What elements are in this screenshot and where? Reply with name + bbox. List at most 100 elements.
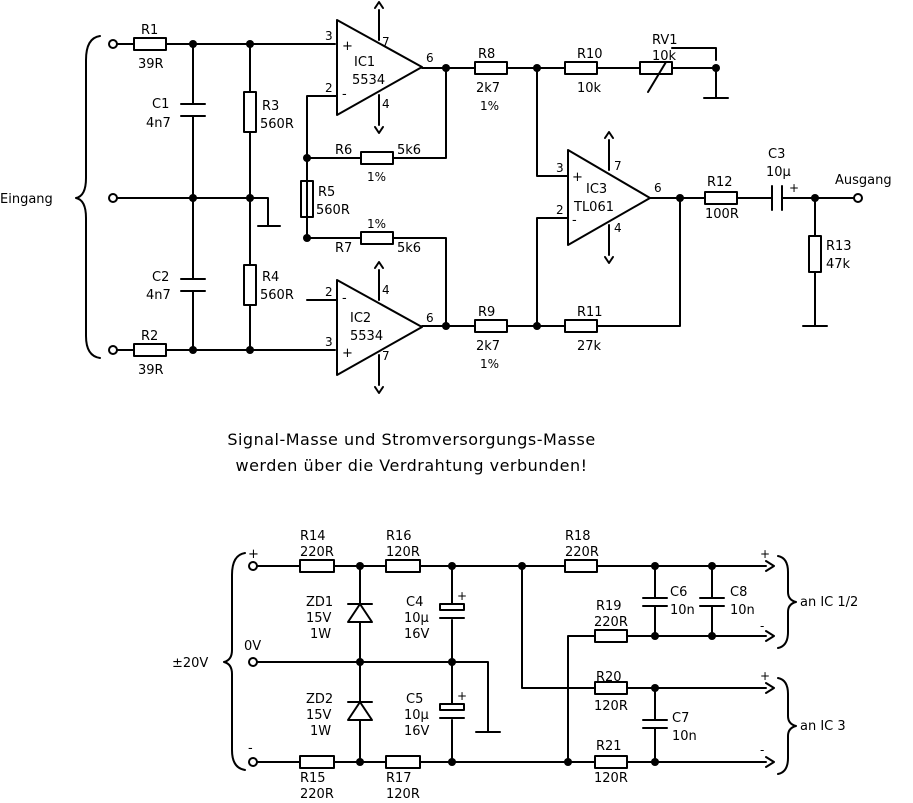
c8-value: 10n <box>730 603 755 618</box>
ic2-type: 5534 <box>350 329 383 344</box>
psu-terminal-minus <box>248 757 258 767</box>
r9-resistor <box>474 319 508 333</box>
ic3-name: IC3 <box>586 182 607 197</box>
ground-note-line2: werden über die Verdrahtung verbunden! <box>235 456 588 475</box>
c3-plus: + <box>789 181 799 195</box>
r8-value: 2k7 <box>476 81 500 96</box>
r6-name: R6 <box>335 143 352 158</box>
r3-value: 560R <box>260 117 294 132</box>
r20-value: 120R <box>594 699 628 714</box>
ic3-opamp <box>567 149 651 246</box>
ic12-brace <box>777 555 797 649</box>
r15-name: R15 <box>300 771 326 786</box>
r12-value: 100R <box>705 207 739 222</box>
ic2-pin7: 7 <box>382 349 390 363</box>
c1-name: C1 <box>152 97 169 112</box>
r16-resistor <box>385 559 421 573</box>
r21-resistor <box>594 755 628 769</box>
c5-name: C5 <box>406 692 423 707</box>
zd1-zener <box>347 603 373 623</box>
ic2-plus: + <box>342 346 353 361</box>
ic2-pin6: 6 <box>426 311 434 325</box>
ic1-name: IC1 <box>354 55 375 70</box>
c4-capacitor <box>439 603 465 611</box>
r8-name: R8 <box>478 47 495 62</box>
r19-value: 220R <box>594 615 628 630</box>
r1-value: 39R <box>138 57 164 72</box>
c5-value: 10µ <box>404 708 429 723</box>
r11-value: 27k <box>577 339 602 354</box>
c8-name: C8 <box>730 585 747 600</box>
r20-resistor <box>594 681 628 695</box>
input-terminal-top <box>108 39 118 49</box>
r21-value: 120R <box>594 771 628 786</box>
r8-resistor <box>474 61 508 75</box>
c6-capacitor <box>642 565 668 637</box>
ic3-type: TL061 <box>573 200 614 215</box>
r11-name: R11 <box>577 305 603 320</box>
r17-value: 120R <box>386 787 420 802</box>
ic3-pin2: 2 <box>556 203 564 217</box>
rv1-value: 10k <box>652 49 677 64</box>
c8-capacitor <box>699 565 725 637</box>
r11-resistor <box>564 319 598 333</box>
c7-name: C7 <box>672 711 689 726</box>
c2-name: C2 <box>152 270 169 285</box>
ic3-pin7: 7 <box>614 159 622 173</box>
ic12-minus: - <box>760 619 764 633</box>
c4-plus: + <box>457 589 467 603</box>
r7-value: 5k6 <box>397 241 421 256</box>
r21-name: R21 <box>596 739 622 754</box>
r4-resistor <box>243 264 257 306</box>
ic1-minus: - <box>342 87 347 102</box>
ic1-pin3: 3 <box>325 29 333 43</box>
r4-value: 560R <box>260 288 294 303</box>
input-terminal-gnd <box>108 193 118 203</box>
c3-capacitor <box>771 185 783 211</box>
r2-value: 39R <box>138 363 164 378</box>
r5-value: 560R <box>316 203 350 218</box>
ic1-type: 5534 <box>352 73 385 88</box>
r7-name: R7 <box>335 241 352 256</box>
c3-value: 10µ <box>766 165 791 180</box>
ic3-plus-rail: + <box>760 669 770 683</box>
zd1-watt: 1W <box>310 627 331 642</box>
rv1-name: RV1 <box>652 33 678 48</box>
psu-terminal-zero <box>248 657 258 667</box>
r19-name: R19 <box>596 599 622 614</box>
psu-plus: + <box>248 547 259 562</box>
ic1-pin7: 7 <box>382 35 390 49</box>
zd2-voltage: 15V <box>306 708 332 723</box>
c3-name: C3 <box>768 147 785 162</box>
c5-voltage: 16V <box>404 724 430 739</box>
ic1-plus: + <box>342 39 353 54</box>
r9-name: R9 <box>478 305 495 320</box>
rv1-potentiometer <box>639 61 673 75</box>
r18-name: R18 <box>565 529 591 544</box>
r6-value: 5k6 <box>397 143 421 158</box>
c7-value: 10n <box>672 729 697 744</box>
input-label: Eingang <box>0 192 53 207</box>
r10-value: 10k <box>577 81 602 96</box>
r9-value: 2k7 <box>476 339 500 354</box>
zd1-voltage: 15V <box>306 611 332 626</box>
zd2-zener <box>347 701 373 721</box>
c2-value: 4n7 <box>146 288 171 303</box>
ic3-pin4: 4 <box>614 221 622 235</box>
zd1-name: ZD1 <box>306 595 333 610</box>
r17-name: R17 <box>386 771 412 786</box>
ground-note-line1: Signal-Masse und Stromversorgungs-Masse <box>227 430 596 449</box>
r7-resistor <box>360 231 394 245</box>
r10-resistor <box>564 61 598 75</box>
output-terminal <box>853 193 863 203</box>
ic3-minus: - <box>572 213 577 228</box>
psu-terminal-plus <box>248 561 258 571</box>
c5-capacitor <box>439 703 465 711</box>
c4-name: C4 <box>406 595 423 610</box>
c7-capacitor <box>642 687 668 763</box>
r16-value: 120R <box>386 545 420 560</box>
r5-name: R5 <box>318 185 335 200</box>
ic1-pin6: 6 <box>426 51 434 65</box>
zd2-watt: 1W <box>310 724 331 739</box>
input-brace <box>75 35 101 359</box>
